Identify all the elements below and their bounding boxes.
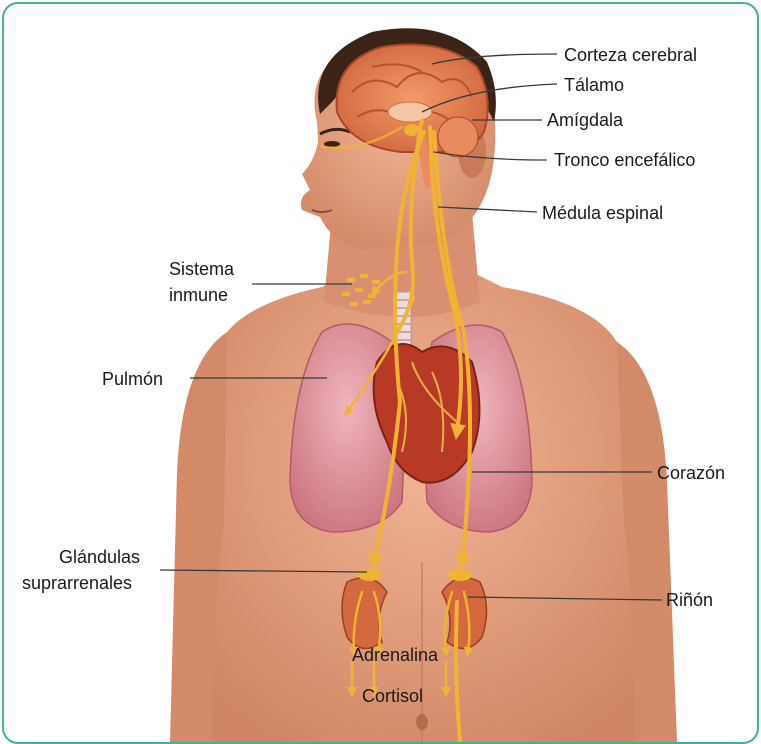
- label-cortisol: Cortisol: [362, 686, 423, 706]
- label-glandulas-line1: Glándulas: [59, 547, 140, 567]
- right-kidney: [442, 578, 487, 649]
- label-adrenalina: Adrenalina: [352, 645, 439, 665]
- label-talamo: Tálamo: [564, 75, 624, 95]
- label-glandulas-line2: suprarrenales: [22, 573, 132, 593]
- label-sistema-inmune-line2: inmune: [169, 285, 228, 305]
- thalamus: [388, 102, 432, 122]
- label-corteza-cerebral: Corteza cerebral: [564, 45, 697, 65]
- label-tronco-encefalico: Tronco encefálico: [554, 150, 695, 170]
- label-pulmon: Pulmón: [102, 369, 163, 389]
- torso: [207, 272, 642, 742]
- label-rinon: Riñón: [666, 590, 713, 610]
- cerebellum: [438, 117, 478, 157]
- label-amigdala: Amígdala: [547, 110, 624, 130]
- label-medula-espinal: Médula espinal: [542, 203, 663, 223]
- left-adrenal: [358, 569, 382, 581]
- label-sistema-inmune-line1: Sistema: [169, 259, 235, 279]
- right-adrenal: [448, 569, 472, 581]
- eye: [324, 141, 340, 147]
- anatomy-diagram: Corteza cerebral Tálamo Amígdala Tronco …: [4, 4, 757, 742]
- label-corazon: Corazón: [657, 463, 725, 483]
- navel: [416, 714, 428, 730]
